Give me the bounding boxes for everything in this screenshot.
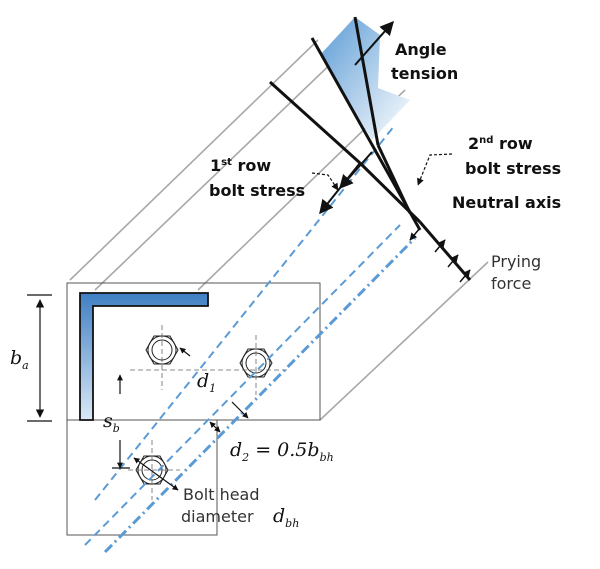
row2-label: 2nd row [468, 134, 533, 153]
angle-section [79, 292, 209, 421]
sb-symbol: sb [103, 410, 120, 435]
dimension-lines [27, 294, 249, 491]
stress-arrows [319, 20, 471, 283]
neutral-axis-label: Neutral axis [452, 193, 561, 212]
deformed-angle [268, 16, 472, 281]
row2-label-2: bolt stress [465, 159, 561, 178]
bolt-head-label-2: diameter [181, 507, 254, 526]
dbh-symbol: dbh [273, 505, 299, 530]
dashed-lines [84, 124, 417, 554]
connection-plate [66, 282, 321, 536]
bolt-head-label-1: Bolt head [183, 485, 260, 504]
prying-force-label-2: force [491, 274, 531, 293]
d2-symbol: d2 = 0.5bbh [230, 439, 334, 464]
row1-label-2: bolt stress [209, 181, 305, 200]
prying-force-label-1: Prying [491, 252, 541, 271]
bolt-grid [128, 325, 290, 500]
projection-lines [69, 39, 489, 421]
ba-symbol: ba [10, 347, 29, 372]
d1-symbol: d1 [197, 370, 216, 395]
angle-tension-label-2: tension [391, 64, 458, 83]
leader-lines [311, 153, 453, 191]
row1-label: 1st row [210, 156, 271, 175]
angle-tension-label-1: Angle [395, 40, 447, 59]
